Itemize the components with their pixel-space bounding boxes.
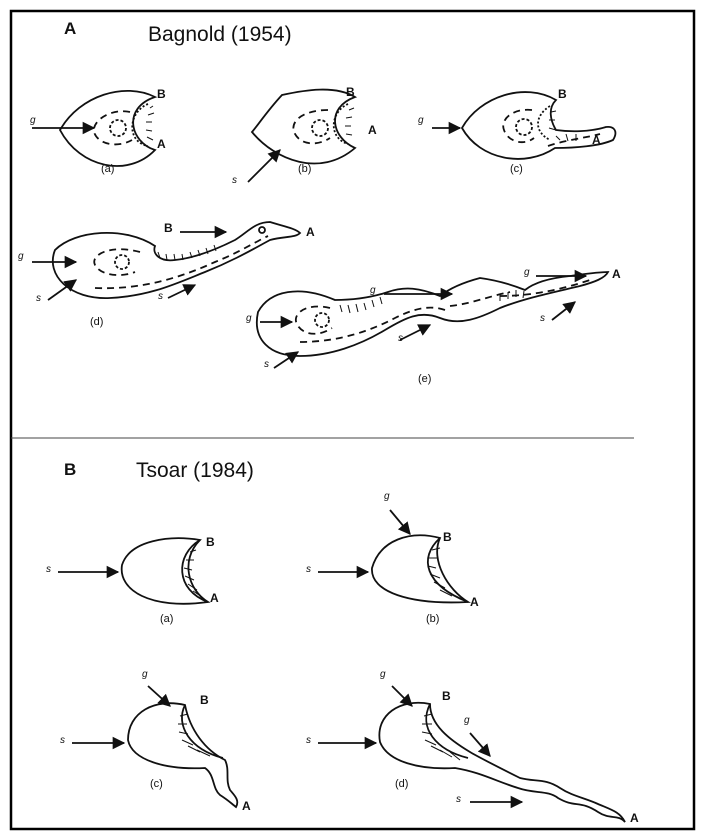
tsoar-slipface-a [184,550,202,597]
bagnold-slipface-b [345,108,354,135]
wind-label-a-b-s: s [232,176,237,186]
point-b-b-a: B [206,536,215,548]
point-b-b-d: B [442,690,451,702]
caption-a-e: (e) [418,374,431,385]
wind-label-b-d-g1: g [380,670,386,680]
point-b-a-c: B [558,88,567,100]
point-b-b-b: B [443,531,452,543]
wind-label-b-d-g2: g [464,716,470,726]
wind-label-a-e-s3: s [540,314,545,324]
bagnold-dune-a [32,91,155,166]
wind-label-a-d-g: g [18,252,24,262]
wind-label-a-e-g1: g [246,314,252,324]
wind-label-a-e-g3: g [524,268,530,278]
point-a-a-c: A [592,134,601,146]
point-a-a-a: A [157,138,166,150]
point-a-a-b: A [368,124,377,136]
point-a-a-e: A [612,268,621,280]
wind-label-a-a-g: g [30,116,36,126]
caption-a-b: (b) [298,164,311,175]
wind-label-a-d-s1: s [36,294,41,304]
point-a-a-d: A [306,226,315,238]
point-a-b-d: A [630,812,639,824]
wind-label-a-d-s2: s [158,292,163,302]
point-b-a-a: B [157,88,166,100]
wind-label-b-b-g: g [384,492,390,502]
point-b-a-b: B [346,86,355,98]
panel-b-letter: B [64,461,76,478]
wind-label-b-c-g: g [142,670,148,680]
tsoar-slipface-c [178,714,210,756]
caption-b-d: (d) [395,779,408,790]
wind-label-b-d-s2: s [456,795,461,805]
point-a-b-a: A [210,592,219,604]
tsoar-dune-a [58,538,208,604]
wind-label-b-d-s1: s [306,736,311,746]
point-b-b-c: B [200,694,209,706]
bagnold-dune-e [257,272,608,368]
point-a-b-c: A [242,800,251,812]
panel-b-title: Tsoar (1984) [136,460,254,481]
caption-b-c: (c) [150,779,163,790]
panel-a-title: Bagnold (1954) [148,24,292,45]
wind-label-a-e-s2: s [398,334,403,344]
caption-a-d: (d) [90,317,103,328]
wind-label-b-c-s: s [60,736,65,746]
point-b-a-d: B [164,222,173,234]
bagnold-dune-c [432,92,615,159]
caption-a-a: (a) [101,164,114,175]
caption-a-c: (c) [510,164,523,175]
panel-a-letter: A [64,20,76,37]
tsoar-dune-d [318,686,625,822]
caption-b-a: (a) [160,614,173,625]
wind-label-a-e-s1: s [264,360,269,370]
caption-b-b: (b) [426,614,439,625]
tsoar-slipface-b [428,548,452,596]
wind-label-a-e-g2: g [370,286,376,296]
wind-label-b-b-s: s [306,565,311,575]
wind-label-b-a-s: s [46,565,51,575]
point-a-b-b: A [470,596,479,608]
wind-label-a-c-g: g [418,116,424,126]
bagnold-slipface-a [146,106,154,140]
tsoar-dune-b [318,510,468,602]
